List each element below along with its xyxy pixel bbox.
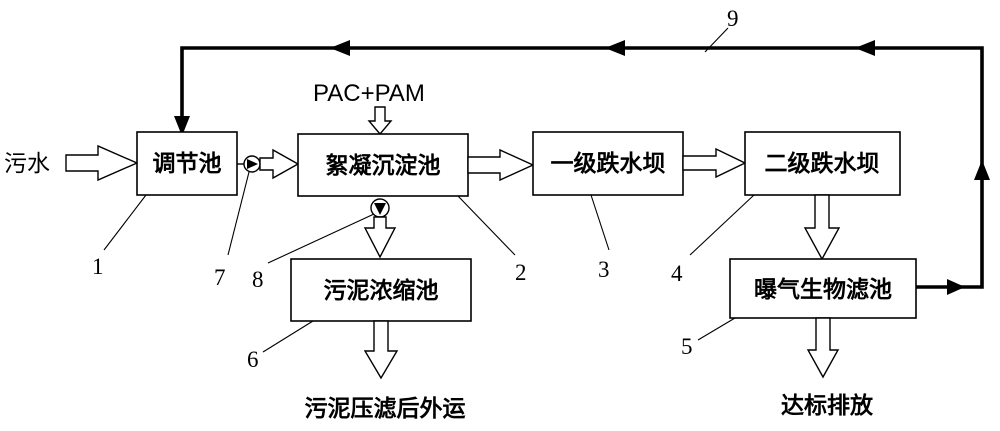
arrow-4-to-5 <box>803 194 841 261</box>
label-9: 9 <box>727 6 739 31</box>
unit-4-label: 二级跌水坝 <box>765 150 880 177</box>
sludge-output-label: 污泥压滤后外运 <box>305 395 466 422</box>
arrow-left-1 <box>330 40 350 56</box>
pump-8-triangle <box>374 203 386 215</box>
unit-2-label: 絮凝沉淀池 <box>326 152 441 179</box>
arrow-right-out <box>947 279 965 295</box>
number-7: 7 <box>214 265 226 290</box>
unit-5-label: 曝气生物滤池 <box>754 276 892 303</box>
leader-2 <box>457 195 516 256</box>
unit-flocculation-tank <box>297 133 469 197</box>
number-8: 8 <box>252 267 264 292</box>
number-3: 3 <box>598 257 610 282</box>
number-2: 2 <box>515 260 527 285</box>
chemicals-arrow <box>367 106 393 136</box>
number-5: 5 <box>681 334 693 359</box>
sewage-inlet-label: 污水 <box>4 151 50 177</box>
recycle-leader <box>704 27 729 53</box>
unit-sludge-thickener <box>290 258 472 322</box>
arrow-3-to-4 <box>682 147 747 179</box>
number-1: 1 <box>92 254 104 279</box>
unit-1-label: 调节池 <box>153 151 222 177</box>
number-4: 4 <box>671 261 683 286</box>
arrow-up-right <box>974 160 990 180</box>
inlet-arrow <box>65 144 139 182</box>
arrow-1-to-2 <box>259 148 300 180</box>
leader-6 <box>262 320 314 353</box>
recycle-loop: 9 <box>174 6 990 295</box>
leader-7 <box>227 171 250 256</box>
leader-4 <box>689 194 755 256</box>
arrow-2-to-3 <box>467 148 535 182</box>
arrow-2-to-6 <box>363 216 397 259</box>
arrow-left-2 <box>605 40 625 56</box>
arrow-5-to-discharge <box>806 317 840 379</box>
unit-aerated-filter <box>729 258 917 319</box>
arrow-6-to-sludge-out <box>363 320 399 380</box>
arrow-down-to-regulating-tank <box>174 116 190 136</box>
leader-3 <box>590 194 610 251</box>
unit-secondary-weir <box>744 131 901 196</box>
leader-8 <box>267 213 375 264</box>
unit-6-label: 污泥浓缩池 <box>324 277 439 304</box>
leader-1 <box>103 194 147 251</box>
discharge-label: 达标排放 <box>781 392 874 419</box>
number-6: 6 <box>247 347 259 372</box>
arrow-left-3 <box>855 40 875 56</box>
unit-3-label: 一级跌水坝 <box>551 150 666 177</box>
pump-7-triangle <box>247 159 258 169</box>
leader-5 <box>697 317 736 341</box>
unit-regulating-tank <box>136 131 238 196</box>
chemicals-label: PAC+PAM <box>313 80 425 107</box>
